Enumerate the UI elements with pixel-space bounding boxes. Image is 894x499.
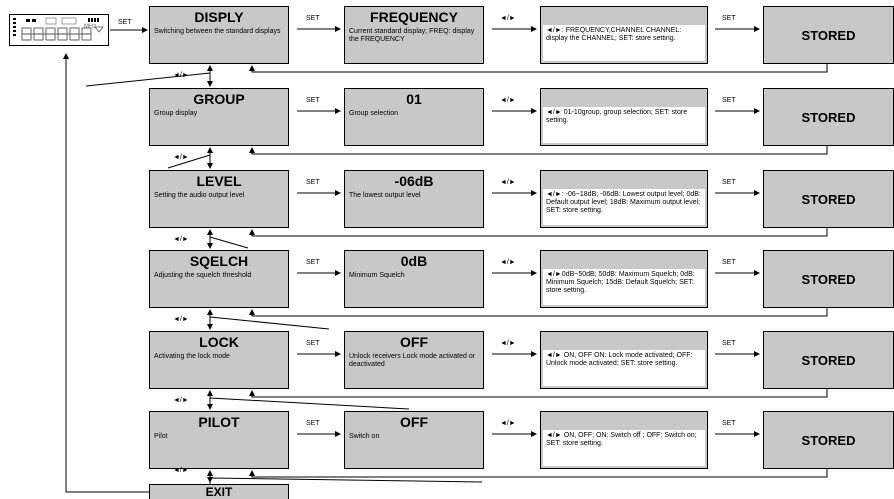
nav-arrow-label: ◄/► — [500, 340, 516, 347]
stored-label: STORED — [801, 433, 856, 448]
value-box[interactable]: FREQUENCY Current standard display; FREQ:… — [344, 6, 484, 64]
menu-description: Group display — [154, 110, 198, 117]
set-arrow-label: SET — [722, 179, 736, 186]
menu-title: LEVEL — [196, 173, 242, 189]
value-title: -06dB — [394, 173, 434, 189]
set-arrow-label: SET — [306, 15, 320, 22]
nav-label: ◄/► — [173, 72, 189, 79]
info-description: ◄/► ON, OFF; ON: Switch off ; OFF: Switc… — [546, 432, 697, 447]
nav-label: ◄/► — [173, 316, 189, 323]
set-arrow-label: SET — [306, 179, 320, 186]
set-arrow-label: SET — [306, 420, 320, 427]
menu-description: Adjusting the squelch threshold — [154, 272, 252, 279]
info-panel — [543, 25, 705, 61]
value-description: Group selection — [349, 110, 399, 117]
info-description: ◄/►: -06~18dB; -06dB: Lowest output leve… — [546, 191, 701, 214]
value-box[interactable]: -06dB The lowest output level — [344, 170, 484, 228]
info-panel — [543, 107, 705, 143]
value-description: Current standard display; FREQ: display … — [349, 28, 475, 43]
info-box: ◄/► ON, OFF ON: Lock mode activated; OFF… — [540, 331, 708, 389]
info-box: ◄/► 01-10group, group selection; SET: st… — [540, 88, 708, 146]
nav-arrow-label: ◄/► — [500, 420, 516, 427]
stored-label: STORED — [801, 272, 856, 287]
exit-label: EXIT — [205, 485, 233, 499]
menu-box[interactable]: LEVEL Setting the audio output level — [149, 170, 289, 228]
info-box: ◄/► ON, OFF; ON: Switch off ; OFF: Switc… — [540, 411, 708, 469]
set-arrow-label: SET — [722, 340, 736, 347]
set-arrow-label: SET — [722, 420, 736, 427]
nav-label: ◄/► — [173, 397, 189, 404]
info-panel — [543, 350, 705, 386]
exit-button[interactable]: EXIT — [149, 484, 289, 499]
value-box[interactable]: 0dB Minimum Squelch — [344, 250, 484, 308]
info-box: ◄/►: -06~18dB; -06dB: Lowest output leve… — [540, 170, 708, 228]
menu-box[interactable]: GROUP Group display — [149, 88, 289, 146]
stored-box: STORED — [763, 88, 894, 146]
set-arrow-label: SET — [306, 97, 320, 104]
stored-box: STORED — [763, 6, 894, 64]
device-unit: MHz — [84, 24, 97, 30]
set-arrow-label: SET — [306, 340, 320, 347]
stored-box: STORED — [763, 250, 894, 308]
stored-box: STORED — [763, 170, 894, 228]
info-description: ◄/►0dB~50dB; 50dB: Maximum Squelch; 0dB:… — [546, 271, 695, 294]
value-title: OFF — [400, 334, 428, 350]
value-description: Unlock receivers Lock mode activated or … — [349, 353, 476, 368]
value-title: 0dB — [400, 253, 428, 269]
info-description: ◄/► ON, OFF ON: Lock mode activated; OFF… — [546, 352, 693, 367]
value-title: 01 — [406, 91, 422, 107]
device-set-label: SET — [118, 19, 132, 26]
menu-title: DISPLY — [194, 9, 244, 25]
info-box: ◄/►0dB~50dB; 50dB: Maximum Squelch; 0dB:… — [540, 250, 708, 308]
value-box[interactable]: OFF Switch on — [344, 411, 484, 469]
menu-title: SQELCH — [189, 253, 249, 269]
menu-box[interactable]: PILOT Pilot — [149, 411, 289, 469]
menu-box[interactable]: SQELCH Adjusting the squelch threshold — [149, 250, 289, 308]
nav-arrow-label: ◄/► — [500, 179, 516, 186]
menu-description: Pilot — [154, 433, 168, 440]
info-description: ◄/► 01-10group, group selection; SET: st… — [546, 109, 688, 124]
menu-title: PILOT — [198, 414, 240, 430]
stored-label: STORED — [801, 28, 856, 43]
menu-description: Activating the lock mode — [154, 353, 230, 360]
value-description: The lowest output level — [349, 192, 421, 199]
set-arrow-label: SET — [722, 15, 736, 22]
info-panel — [543, 430, 705, 466]
info-box: ◄/►: FREQUENCY,CHANNEL CHANNEL: display … — [540, 6, 708, 64]
value-description: Switch on — [349, 433, 380, 440]
nav-arrow-label: ◄/► — [500, 97, 516, 104]
set-arrow-label: SET — [306, 259, 320, 266]
stored-box: STORED — [763, 411, 894, 469]
info-panel — [543, 269, 705, 305]
menu-description: Switching between the standard displays — [154, 28, 281, 35]
menu-box[interactable]: DISPLY Switching between the standard dis… — [149, 6, 289, 64]
menu-box[interactable]: LOCK Activating the lock mode — [149, 331, 289, 389]
info-description: ◄/►: FREQUENCY,CHANNEL CHANNEL: display … — [546, 27, 682, 42]
stored-label: STORED — [801, 353, 856, 368]
set-arrow-label: SET — [722, 97, 736, 104]
menu-title: LOCK — [199, 334, 239, 350]
info-panel — [543, 189, 705, 225]
stored-label: STORED — [801, 192, 856, 207]
exit-nav-label: ◄/► — [173, 467, 189, 474]
value-title: OFF — [400, 414, 428, 430]
stored-box: STORED — [763, 331, 894, 389]
nav-arrow-label: ◄/► — [500, 15, 516, 22]
value-box[interactable]: OFF Unlock receivers Lock mode activated … — [344, 331, 484, 389]
menu-title: GROUP — [193, 91, 245, 107]
nav-label: ◄/► — [173, 154, 189, 161]
menu-description: Setting the audio output level — [154, 192, 245, 199]
value-title: FREQUENCY — [370, 9, 458, 25]
nav-label: ◄/► — [173, 236, 189, 243]
stored-label: STORED — [801, 110, 856, 125]
receiver-display-icon — [9, 14, 109, 46]
value-description: Minimum Squelch — [349, 272, 405, 279]
set-arrow-label: SET — [722, 259, 736, 266]
nav-arrow-label: ◄/► — [500, 259, 516, 266]
